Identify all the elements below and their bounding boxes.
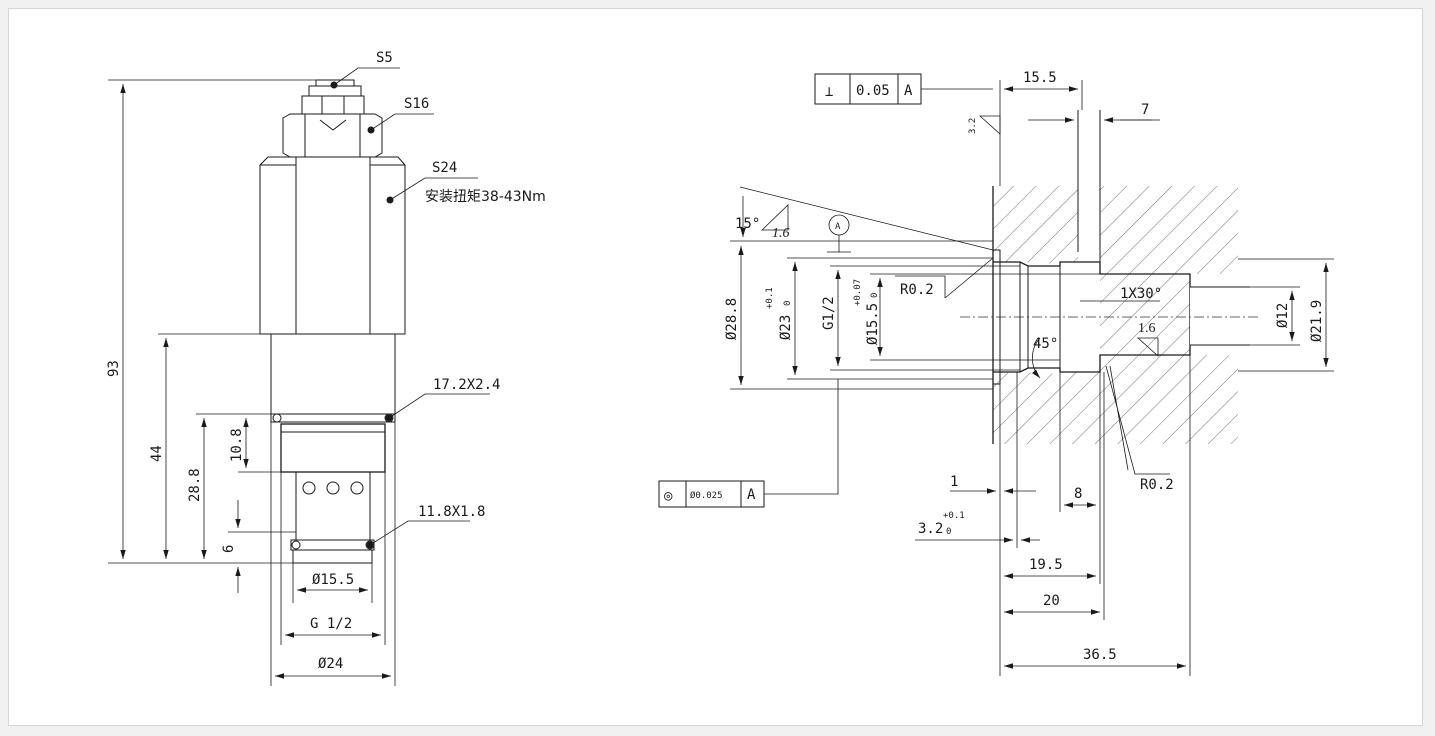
dim-g12: G1/2 [821, 296, 837, 330]
dim-1: 1 [950, 474, 958, 490]
dim-d28-8: Ø28.8 [724, 298, 740, 340]
r02-label-a: R0.2 [900, 282, 934, 298]
dim-d12: Ø12 [1275, 303, 1291, 328]
diameter-dimensions [730, 246, 1334, 390]
dim-36-5: 36.5 [1083, 647, 1117, 663]
s5-label: S5 [376, 50, 393, 66]
dim-8: 8 [1074, 486, 1082, 502]
angle-45-arc [1031, 337, 1041, 379]
perp-tolerance: 0.05 [856, 83, 890, 99]
dim-7: 7 [1141, 102, 1149, 118]
roughness-1-6-b: 1.6 [1138, 321, 1156, 336]
concentricity-frame [658, 379, 839, 508]
dim-28-8: 28.8 [187, 468, 203, 502]
dim-20: 20 [1043, 593, 1060, 609]
dim-d15-5: Ø15.5 [312, 572, 354, 588]
top-dimensions [999, 80, 1160, 186]
left-dimensions [108, 79, 396, 686]
cavity-section [960, 110, 1260, 444]
perp-datum: A [904, 83, 913, 99]
dim-19-5: 19.5 [1029, 557, 1063, 573]
perp-symbol: ⊥ [825, 84, 833, 100]
s24-label: S24 [432, 160, 457, 176]
s16-label: S16 [404, 96, 429, 112]
dim-10-8: 10.8 [229, 428, 245, 462]
r02-leader-b [1105, 365, 1170, 475]
oring-11-label: 11.8X1.8 [418, 504, 485, 520]
conc-tolerance: Ø0.025 [690, 490, 723, 501]
dim-g12: G 1/2 [310, 616, 352, 632]
bottom-dimensions [915, 355, 1191, 676]
dim-3-2: 3.2 [918, 521, 943, 537]
dim-44: 44 [149, 445, 165, 462]
roughness-symbol-1-6-b [1136, 337, 1159, 357]
dim-3-2-tol-lower: 0 [946, 527, 951, 537]
angle-chamfer [730, 186, 994, 299]
datum-a-symbol: A [835, 222, 841, 232]
left-leaders [330, 67, 490, 549]
dim-15-5-top: 15.5 [1023, 70, 1057, 86]
dim-d23: Ø23 [778, 315, 794, 340]
r02-label-b: R0.2 [1140, 477, 1174, 493]
dim-93: 93 [106, 360, 122, 377]
roughness-3-2: 3.2 [968, 118, 978, 134]
conc-symbol: ◎ [664, 488, 673, 504]
roughness-1-6-a: 1.6 [772, 226, 790, 241]
chamfer-label: 1X30° [1120, 286, 1162, 302]
perpendicularity-frame [814, 73, 993, 105]
conc-datum: A [747, 487, 756, 503]
torque-label: 安装扭矩38-43Nm [425, 189, 546, 205]
dim-3-2-tol-upper: +0.1 [943, 511, 965, 521]
angle-15: 15° [735, 216, 760, 232]
valve-side-view [259, 79, 406, 564]
dim-d23-tol-upper: +0.1 [765, 287, 775, 309]
dim-d15-5-tol-lower: 0 [870, 293, 880, 298]
dim-6: 6 [221, 545, 237, 553]
dim-d24: Ø24 [318, 656, 343, 672]
oring-17-label: 17.2X2.4 [433, 377, 500, 393]
dim-d21-9: Ø21.9 [1309, 300, 1325, 342]
angle-45: 45° [1033, 336, 1058, 352]
dim-d15-5-tol-upper: +0.07 [853, 279, 863, 306]
dim-d23-tol-lower: 0 [783, 301, 793, 306]
roughness-symbol-3-2 [978, 115, 1001, 135]
dim-d15-5-bore: Ø15.5 [865, 303, 881, 345]
